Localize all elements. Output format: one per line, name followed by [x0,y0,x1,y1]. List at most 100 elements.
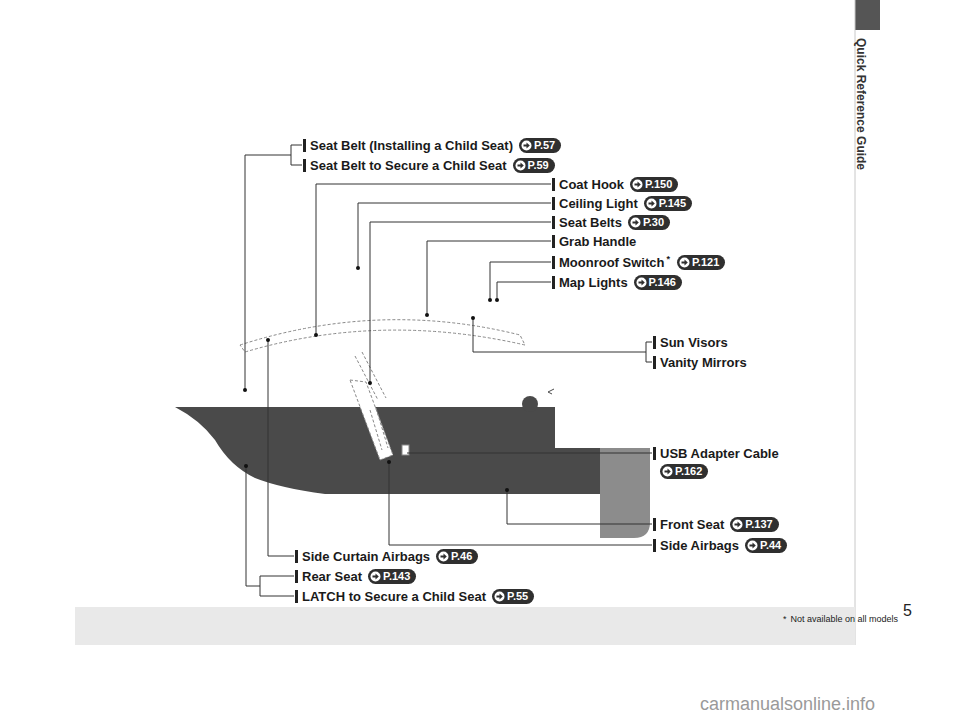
page-ref-icon [438,551,449,562]
callout-row: USB Adapter Cable [653,444,781,462]
steering-hub [522,396,538,412]
callout-bar [653,539,656,552]
callout-row: LATCH to Secure a Child Seat P.55 [295,587,534,605]
page-ref-icon [662,466,673,477]
page-number-text: P.121 [692,256,719,268]
tab-block [855,0,880,30]
page-reference: P.57 [519,138,561,153]
page-number-text: P.162 [675,465,702,477]
page-number-text: P.57 [534,139,555,151]
page-ref-icon [646,198,657,209]
callout-label: Seat Belts [559,215,624,230]
page-number: 5 [903,602,912,620]
footnote-mark: * [783,614,787,624]
callout-bar [653,336,656,349]
callout-bar [552,216,555,229]
page-ref-icon [636,277,647,288]
callout-bar [552,197,555,210]
callout-row: Ceiling Light P.145 [552,194,692,212]
page-number-text: P.46 [451,550,472,562]
page-number-text: P.137 [745,518,772,530]
page-number-text: P.146 [649,276,676,288]
callout-label: Seat Belt (Installing a Child Seat) [310,138,515,153]
page-reference: P.46 [436,549,478,564]
page-number-text: P.55 [507,590,528,602]
callout-row: Coat Hook P.150 [552,175,678,193]
page-ref-icon [632,179,643,190]
callout-row: Seat Belt to Secure a Child SeatP.59 [303,156,555,174]
page-reference: P.44 [745,538,787,553]
callout-bar [303,139,306,152]
callout-row: Seat Belt (Installing a Child Seat) P.57 [303,136,561,154]
callout-row: Side Curtain Airbags P.46 [295,547,478,565]
page-number-text: P.30 [643,216,664,228]
callout-label: Vanity Mirrors [660,355,749,370]
page-ref-icon [747,540,758,551]
callout-row: Vanity Mirrors [653,353,749,371]
page-reference: P.162 [660,464,708,479]
callout-bar [295,590,298,603]
callout-label: Sun Visors [660,335,730,350]
callout-bar [653,518,656,531]
roof-outline [240,320,525,352]
callout-bar [552,256,555,269]
page-reference: P.145 [644,196,692,211]
callout-row: Grab Handle [552,232,638,250]
callout-label: USB Adapter Cable [660,446,781,461]
page-ref-icon [732,519,743,530]
page-number-text: P.59 [528,159,549,171]
callout-label: Map Lights [559,275,630,290]
pillar-outline [350,380,393,460]
callout-label: Front Seat [660,517,726,532]
callout-label: Side Curtain Airbags [302,549,432,564]
page-reference: P.55 [492,589,534,604]
footer-band [75,607,855,645]
page-reference: P.146 [634,275,682,290]
watermark: carmanualsonline.info [700,694,875,715]
leader-lines [245,145,652,596]
leader-dots [243,266,509,492]
callout-label: Side Airbags [660,538,741,553]
page-reference: P.137 [730,517,778,532]
callout-bar [552,276,555,289]
page-ref-icon [515,160,526,171]
callout-row: Moonroof Switch* P.121 [552,253,725,271]
page-ref-icon [679,257,690,268]
page-number-text: P.44 [760,539,781,551]
callout-row: Seat Belts P.30 [552,213,670,231]
page-ref-icon [370,571,381,582]
callout-label: Moonroof Switch [559,255,666,270]
callout-label: Coat Hook [559,177,626,192]
page-ref-icon [630,217,641,228]
page-number-text: P.150 [645,178,672,190]
page-number-text: P.143 [383,570,410,582]
page-ref-icon [494,591,505,602]
callout-row: Rear Seat P.143 [295,567,416,585]
callout-label: Ceiling Light [559,196,640,211]
callout-bar [552,235,555,248]
callout-bar [552,178,555,191]
footnote-mark: * [666,254,670,264]
callout-bar [295,550,298,563]
callout-bar [653,356,656,369]
callout-row: Map Lights P.146 [552,273,682,291]
callout-row: P.162 [656,462,708,480]
callout-bar [303,159,306,172]
callout-row: Front Seat P.137 [653,515,779,533]
page-reference: P.143 [368,569,416,584]
callout-bar [653,447,656,460]
page-ref-icon [521,140,532,151]
callout-row: Side Airbags P.44 [653,536,787,554]
callout-label: LATCH to Secure a Child Seat [302,589,488,604]
page-reference: P.59 [513,158,555,173]
page-reference: P.150 [630,177,678,192]
page-reference: P.30 [628,215,670,230]
section-tab-label: Quick Reference Guide [854,38,868,170]
mirror-mark [548,389,554,394]
callout-label: Grab Handle [559,234,638,249]
page-reference: P.121 [677,255,725,270]
callout-row: Sun Visors [653,333,730,351]
page-number-text: P.145 [659,197,686,209]
callout-label: Rear Seat [302,569,364,584]
